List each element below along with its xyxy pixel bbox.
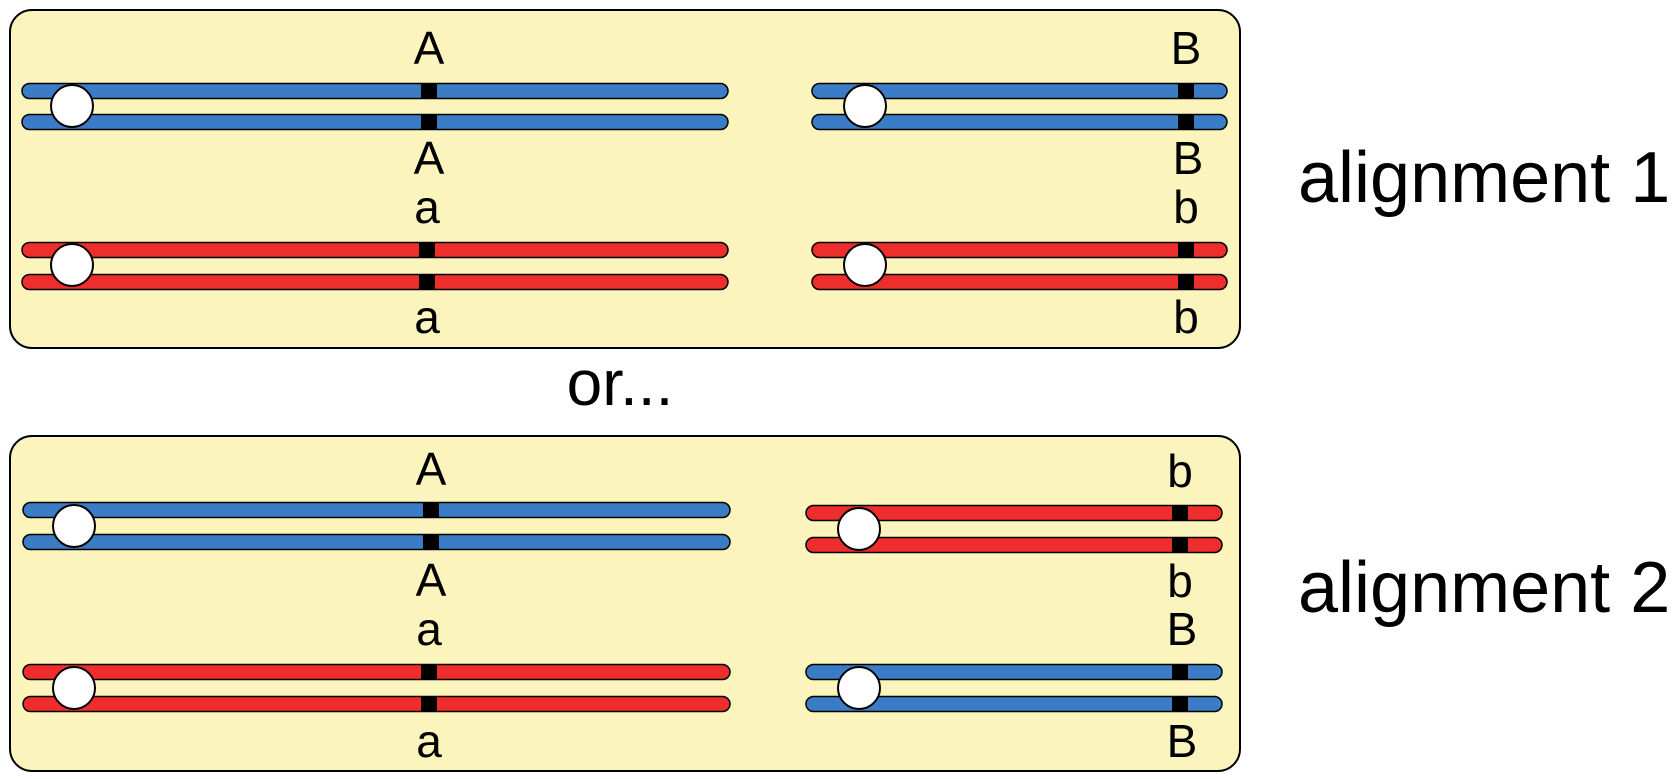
locus-label-bottom: b [1167, 555, 1193, 607]
right-homolog-pair-2: B B [805, 603, 1223, 767]
panel-alignment-2: A A a a b b B B [9, 435, 1241, 772]
chromatid-arm [805, 536, 1223, 554]
chromatid-arm [805, 504, 1223, 522]
chromatid-arm [805, 695, 1223, 713]
chromatid [22, 695, 731, 713]
locus-band [1178, 83, 1194, 99]
chromatid [21, 273, 729, 291]
chromatid [22, 533, 731, 551]
chromatid [22, 663, 731, 681]
locus-band [419, 274, 435, 290]
chromatid [21, 82, 729, 100]
locus-band [421, 114, 437, 130]
chromatid-arm [811, 241, 1228, 259]
locus-label-bottom: a [414, 291, 440, 343]
locus-band [423, 534, 439, 550]
locus-band [423, 502, 439, 518]
chromatid [22, 501, 731, 519]
locus-label-bottom: A [414, 132, 445, 184]
chromatid [21, 241, 729, 259]
chromatid [805, 536, 1223, 554]
locus-label-top: A [414, 22, 445, 74]
locus-label-top: b [1173, 181, 1199, 233]
left-homolog-pair-2: a a [21, 181, 729, 343]
left-homolog-pair-1: A A [22, 443, 731, 606]
alignment-label-2: alignment 2 [1298, 548, 1670, 628]
locus-label-top: a [414, 181, 440, 233]
locus-label-bottom: B [1167, 715, 1198, 767]
locus-label-top: B [1171, 22, 1202, 74]
chromatid-arm [811, 273, 1228, 291]
locus-label-bottom: B [1173, 132, 1204, 184]
chromatid-arm [22, 663, 731, 681]
locus-label-top: B [1167, 603, 1198, 655]
left-homolog-pair-1: A A [21, 22, 729, 184]
locus-label-bottom: A [416, 554, 447, 606]
centromere [843, 84, 887, 128]
centromere [50, 243, 94, 287]
chromatid-arm [21, 241, 729, 259]
chromatid-arm [22, 695, 731, 713]
right-homolog-pair-1: b b [805, 445, 1223, 607]
centromere [837, 507, 881, 551]
locus-label-top: A [416, 443, 447, 495]
locus-label-bottom: b [1173, 291, 1199, 343]
chromatid-arm [805, 663, 1223, 681]
locus-label-bottom: a [416, 715, 442, 767]
panel-background [9, 435, 1241, 772]
locus-band [1178, 242, 1194, 258]
chromatid-arm [22, 501, 731, 519]
right-homolog-pair-2: b b [811, 181, 1228, 343]
centromere [50, 84, 94, 128]
centromere [52, 504, 96, 548]
chromatid [811, 82, 1228, 100]
chromatid-arm [811, 113, 1228, 131]
chromatid [805, 663, 1223, 681]
chromatid [805, 695, 1223, 713]
chromatid-arm [811, 82, 1228, 100]
locus-label-top: a [416, 603, 442, 655]
panel-alignment-1: A A a a B B b b [9, 9, 1241, 349]
chromatid [805, 504, 1223, 522]
locus-band [419, 242, 435, 258]
locus-band [1172, 537, 1188, 553]
locus-band [1172, 696, 1188, 712]
chromatid-arm [21, 273, 729, 291]
chromatid [21, 113, 729, 131]
chromatid [811, 113, 1228, 131]
chromatid [811, 241, 1228, 259]
locus-label-top: b [1167, 445, 1193, 497]
separator-text: or... [567, 347, 674, 419]
left-homolog-pair-2: a a [22, 603, 731, 767]
centromere [837, 666, 881, 710]
right-homolog-pair-1: B B [811, 22, 1228, 184]
locus-band [1178, 274, 1194, 290]
locus-band [421, 664, 437, 680]
locus-band [1178, 114, 1194, 130]
chromatid-arm [21, 82, 729, 100]
locus-band [421, 83, 437, 99]
chromatid-arm [21, 113, 729, 131]
locus-band [421, 696, 437, 712]
panel-background [9, 9, 1241, 349]
centromere [52, 666, 96, 710]
centromere [843, 243, 887, 287]
locus-band [1172, 505, 1188, 521]
locus-band [1172, 664, 1188, 680]
alignment-label-1: alignment 1 [1298, 138, 1670, 218]
chromatid [811, 273, 1228, 291]
chromatid-arm [22, 533, 731, 551]
